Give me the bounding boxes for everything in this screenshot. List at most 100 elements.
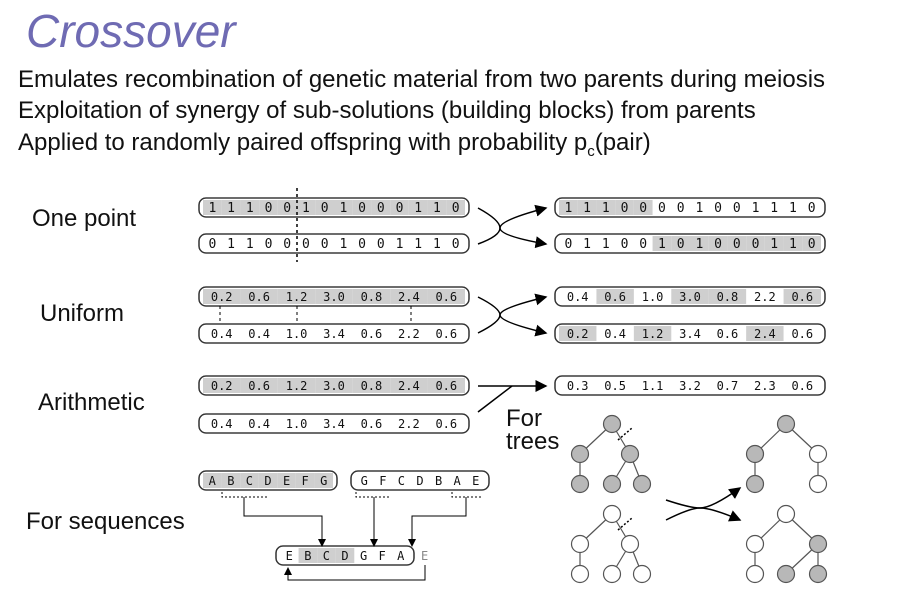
gene-value: 0.6 <box>717 327 739 341</box>
gene-value: 0 <box>677 201 685 216</box>
gene-shade <box>314 473 333 488</box>
gene-shade <box>203 473 222 488</box>
gene-value: 0.4 <box>248 417 270 431</box>
gene-value: 0 <box>321 237 329 252</box>
gene-value: 1.2 <box>286 290 308 304</box>
gene-shade <box>240 200 260 215</box>
label-for-trees-2: trees <box>506 428 560 455</box>
arrow <box>477 204 548 245</box>
arrow <box>477 293 548 334</box>
gene-value: 0 <box>733 201 741 216</box>
gene-shade <box>746 326 784 341</box>
gene-value: 0.8 <box>717 290 739 304</box>
gene-shade <box>277 289 316 304</box>
tree-node <box>602 564 622 584</box>
gene-shade <box>427 289 465 304</box>
gene-shade <box>203 378 241 393</box>
tree-cut <box>617 427 633 441</box>
gene-shade <box>652 236 672 251</box>
gene-shade <box>727 236 747 251</box>
tree-node <box>745 534 765 554</box>
tree-node <box>808 534 828 554</box>
gene-shade <box>802 236 821 251</box>
bullet-1: Emulates recombination of genetic materi… <box>18 66 826 93</box>
label-arithmetic: Arithmetic <box>38 389 145 416</box>
gene-value: 1.1 <box>642 379 664 393</box>
gene-shade <box>446 200 465 215</box>
gene-value: 0.5 <box>604 379 626 393</box>
gene-value: 0 <box>564 237 572 252</box>
bullet-3-suffix: (pair) <box>594 129 651 156</box>
arrow <box>665 487 742 521</box>
gene-value: 0.8 <box>361 379 383 393</box>
tree-node <box>570 444 590 464</box>
gene-shade <box>596 200 616 215</box>
tree-node <box>602 414 622 434</box>
gene-value: 1 <box>602 237 610 252</box>
gene-value: 3.4 <box>323 417 345 431</box>
gene-value: 0.6 <box>791 379 813 393</box>
gene-shade <box>596 289 634 304</box>
gene-shade <box>203 289 241 304</box>
gene-value: 0.4 <box>604 327 626 341</box>
slide-title: Crossover <box>26 5 236 57</box>
gene-value: 0.6 <box>361 417 383 431</box>
gene-value: 0 <box>265 237 273 252</box>
gene-shade <box>390 289 428 304</box>
gene-value: 1.0 <box>286 327 308 341</box>
gene-shade <box>240 289 278 304</box>
tree-cut <box>617 517 633 531</box>
gene-value: 0 <box>452 201 460 216</box>
gene-value: 1 <box>602 201 610 216</box>
gene-value: 0.8 <box>361 290 383 304</box>
gene-value: 1 <box>770 237 778 252</box>
gene-shade <box>746 236 765 251</box>
gene-value: 1 <box>695 237 703 252</box>
gene-value: 3.0 <box>323 379 345 393</box>
tree-node <box>776 414 796 434</box>
gene-shade <box>427 200 447 215</box>
gene-value: 1 <box>583 201 591 216</box>
gene-value: 0 <box>677 237 685 252</box>
gene-value: 2.4 <box>398 290 420 304</box>
tree-node <box>808 444 828 464</box>
gene-value: 0.2 <box>211 379 233 393</box>
gene-value: 0 <box>283 201 291 216</box>
tree-node <box>745 474 765 494</box>
gene-shade <box>334 200 353 215</box>
tree-node <box>632 564 652 584</box>
gene-shade <box>633 326 672 341</box>
gene-value: 3.0 <box>323 290 345 304</box>
tree-node <box>745 444 765 464</box>
gene-value: 0 <box>733 237 741 252</box>
gene-shade <box>427 378 465 393</box>
gene-value: 0.6 <box>248 379 270 393</box>
gene-value: 0.6 <box>791 290 813 304</box>
gene-shade <box>559 326 597 341</box>
gene-value: B <box>304 549 311 563</box>
seq-link <box>408 497 467 547</box>
gene-value: 1.0 <box>286 417 308 431</box>
gene-value: A <box>209 474 217 488</box>
gene-shade <box>783 236 803 251</box>
gene-shade <box>277 378 316 393</box>
gene-value: A <box>454 474 462 488</box>
tree-node <box>570 474 590 494</box>
gene-shade <box>615 200 634 215</box>
gene-value: 1 <box>583 237 591 252</box>
seq-link <box>243 497 326 547</box>
gene-value: 1.2 <box>642 327 664 341</box>
gene-value: G <box>360 549 367 563</box>
gene-value: 0.6 <box>791 327 813 341</box>
gene-value: 1 <box>433 201 441 216</box>
seq-bracket <box>221 492 268 498</box>
gene-value: 1 <box>396 237 404 252</box>
